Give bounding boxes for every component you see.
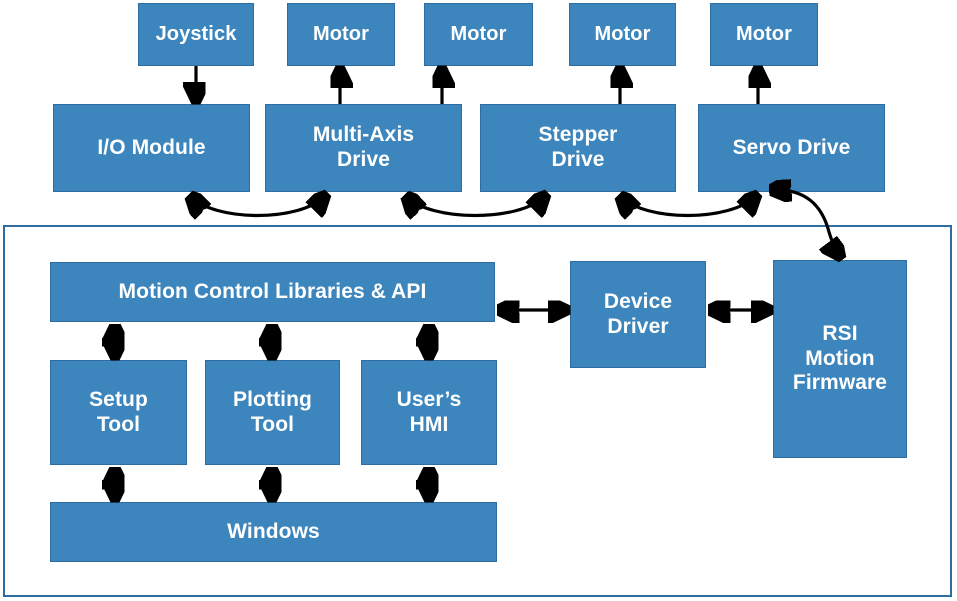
block-label-joystick: Joystick (155, 22, 237, 45)
block-motor-1: Motor (287, 3, 395, 66)
block-motor-3: Motor (569, 3, 676, 66)
block-plotting-tool: Plotting Tool (205, 360, 340, 465)
block-label-stepper-drive: Stepper Drive (538, 123, 618, 171)
block-label-motor-4: Motor (735, 22, 793, 45)
block-motor-2: Motor (424, 3, 533, 66)
block-rsi-motion-firmware: RSI Motion Firmware (773, 260, 907, 458)
block-io-module: I/O Module (53, 104, 250, 192)
block-multi-axis-drive: Multi-Axis Drive (265, 104, 462, 192)
block-device-driver: Device Driver (570, 261, 706, 368)
block-users-hmi: User’s HMI (361, 360, 497, 465)
block-label-motor-1: Motor (312, 22, 370, 45)
block-joystick: Joystick (138, 3, 254, 66)
block-motor-4: Motor (710, 3, 818, 66)
arrow-io-module-to-multi-axis-drive (190, 196, 325, 216)
block-label-multi-axis-drive: Multi-Axis Drive (312, 123, 415, 171)
block-label-motor-3: Motor (594, 22, 651, 45)
block-stepper-drive: Stepper Drive (480, 104, 676, 192)
block-label-motion-control-libraries-api: Motion Control Libraries & API (118, 279, 427, 303)
arrow-stepper-drive-to-servo-drive (620, 196, 756, 216)
block-label-setup-tool: Setup Tool (89, 387, 148, 436)
block-label-windows: Windows (227, 519, 320, 543)
block-motion-control-libraries-api: Motion Control Libraries & API (50, 262, 495, 322)
block-label-device-driver: Device Driver (603, 289, 673, 338)
block-label-users-hmi: User’s HMI (396, 387, 462, 436)
block-windows: Windows (50, 502, 497, 562)
block-label-servo-drive: Servo Drive (732, 135, 851, 159)
block-label-motor-2: Motor (450, 22, 507, 45)
block-setup-tool: Setup Tool (50, 360, 187, 465)
arrow-multi-axis-drive-to-stepper-drive (406, 196, 545, 216)
block-label-io-module: I/O Module (97, 135, 206, 159)
block-label-rsi-motion-firmware: RSI Motion Firmware (792, 321, 888, 395)
block-label-plotting-tool: Plotting Tool (233, 387, 312, 436)
block-servo-drive: Servo Drive (698, 104, 885, 192)
